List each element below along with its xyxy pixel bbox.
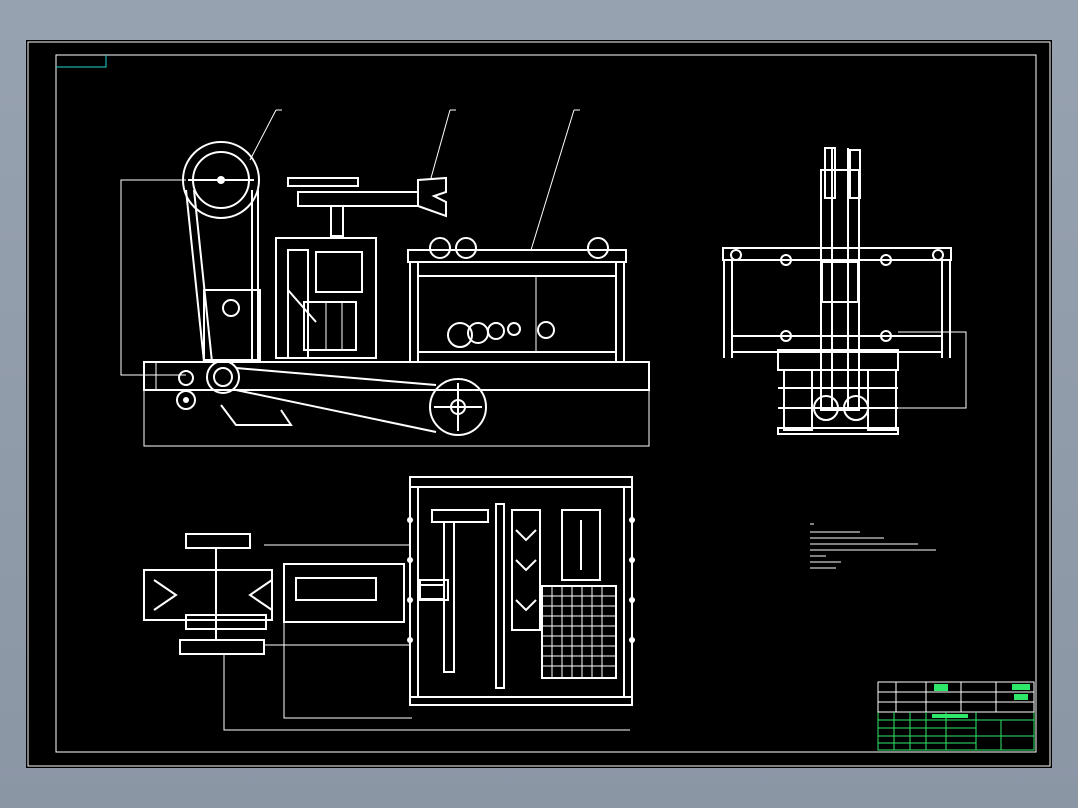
side-view [722, 147, 967, 435]
technical-notes [810, 523, 936, 569]
inner-border [55, 54, 1037, 753]
drawing-canvas[interactable] [26, 40, 1052, 768]
corner-mark [56, 55, 107, 68]
front-view [120, 109, 650, 447]
plan-view [143, 476, 635, 731]
title-block [877, 681, 1035, 751]
outer-border [27, 41, 1051, 767]
engineering-drawing [27, 41, 1051, 767]
